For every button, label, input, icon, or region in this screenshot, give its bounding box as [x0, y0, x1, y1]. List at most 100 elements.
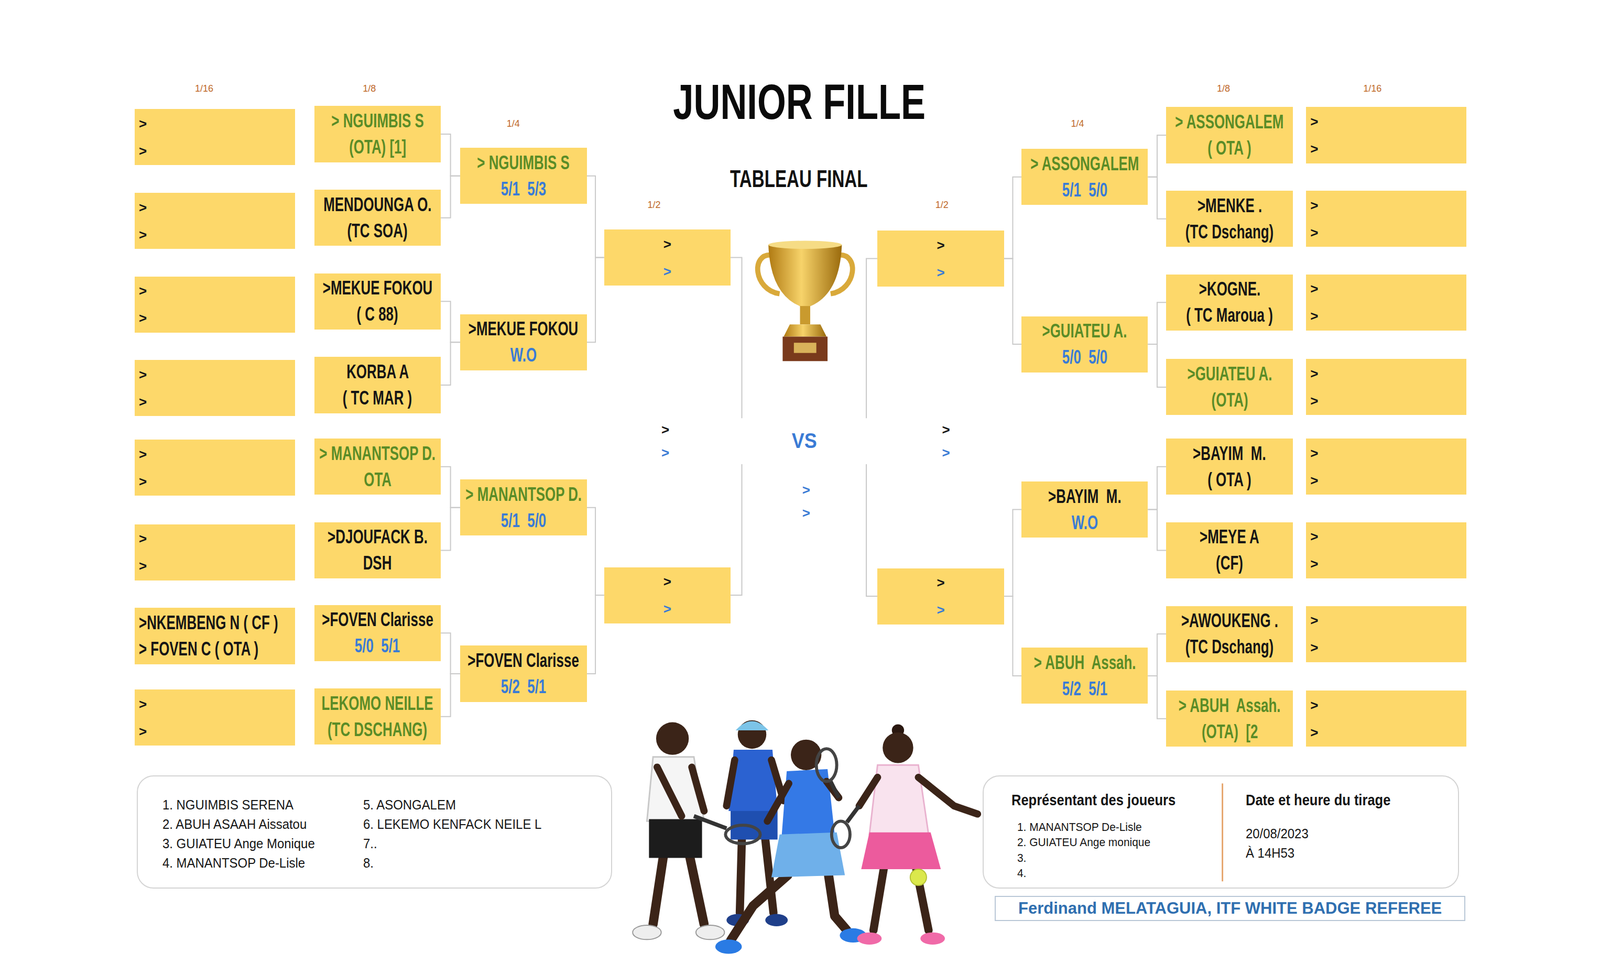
marker: >	[1310, 360, 1319, 388]
bracket-slot: >MENKE .(TC Dschang)	[1166, 190, 1293, 247]
list-item: 20/08/2023	[1245, 824, 1309, 843]
child-figure	[831, 724, 978, 945]
bracket-slot: >BAYIM M.W.O	[1021, 481, 1148, 538]
marker: >	[663, 230, 672, 258]
child-arm	[726, 760, 735, 807]
bracket-slot: > NGUIMBIS S(OTA) [1]	[314, 105, 441, 162]
trophy-rim	[768, 241, 842, 250]
seeded-player-text: > ASSONGALEM	[1030, 150, 1139, 178]
winner-marker: >	[661, 439, 670, 467]
marker: >	[138, 221, 147, 249]
player-text: (TC SOA)	[347, 218, 408, 245]
player-text: ( OTA )	[1207, 466, 1251, 494]
child-shorts	[771, 832, 845, 878]
child-leg	[739, 839, 743, 913]
bracket-line	[440, 134, 461, 177]
marker: >	[138, 525, 147, 553]
child-leg	[652, 857, 663, 925]
child-head	[882, 732, 913, 764]
bracket-line	[586, 176, 605, 258]
bracket-slot: >>	[1305, 522, 1467, 579]
marker: >	[138, 440, 147, 468]
child-shirt	[646, 757, 704, 822]
child-figure	[726, 720, 788, 927]
bracket-slot: >>	[1305, 690, 1467, 747]
child-shorts	[648, 819, 702, 859]
tennis-ball	[910, 869, 927, 886]
seeded-player-text: > NGUIMBIS S	[477, 149, 570, 177]
child-figure	[632, 722, 760, 941]
bracket-slot: KORBA A( TC MAR )	[314, 356, 441, 413]
player-text: ( C 88)	[356, 301, 399, 328]
bracket-line	[1147, 509, 1167, 551]
bracket-line	[586, 595, 605, 674]
racket-head	[725, 825, 760, 844]
marker: >	[1310, 191, 1319, 220]
bracket-slot: >BAYIM M.( OTA )	[1166, 438, 1293, 495]
score-text: 5/1 5/3	[501, 176, 547, 203]
round-label: 1/2	[935, 198, 949, 212]
seeded-player-text: >GUIATEU A.	[1187, 361, 1272, 388]
marker: >	[1310, 719, 1319, 747]
bracket-line	[866, 258, 878, 419]
score-text: 5/2 5/1	[1061, 676, 1107, 703]
marker: >	[1310, 107, 1319, 136]
versus-text: VS	[791, 428, 817, 454]
child-leg	[828, 875, 847, 931]
list-item: 5. ASONGALEM	[363, 796, 456, 814]
seeded-player-text: (OTA) [1]	[349, 134, 407, 161]
seeded-player-text: LEKOMO NEILLE	[321, 690, 434, 717]
round-label: 1/8	[362, 82, 376, 95]
bracket-slot: >MEKUE FOKOUW.O	[460, 314, 587, 371]
marker: >	[1310, 387, 1319, 415]
child-leg	[730, 875, 788, 942]
child-arm	[858, 777, 878, 807]
seeded-player-text: >GUIATEU A.	[1042, 318, 1128, 345]
marker: >	[1310, 302, 1319, 330]
title: JUNIOR FILLE	[672, 73, 926, 132]
child-arm	[767, 783, 789, 822]
child-shoe	[765, 914, 788, 927]
bracket-slot: >GUIATEU A.(OTA)	[1166, 358, 1293, 416]
trophy-plate	[793, 342, 817, 353]
bracket-line	[440, 673, 461, 717]
score-text: 5/1 5/0	[501, 507, 547, 535]
winner-marker: >	[663, 257, 672, 286]
bracket-slot: > ASSONGALEM5/1 5/0	[1021, 148, 1148, 205]
list-item: 3.	[1017, 851, 1027, 866]
seeded-player-text: > MANANTSOP D.	[465, 481, 582, 508]
bracket-line	[1004, 596, 1022, 677]
racket-handle	[830, 781, 840, 798]
bracket-line	[1004, 509, 1022, 597]
seeded-player-text: > ABUH Assah.	[1178, 692, 1281, 720]
player-text: >MENKE .	[1197, 192, 1262, 220]
bracket-line	[440, 633, 461, 674]
list-item: 1. NGUIMBIS SERENA	[162, 796, 294, 814]
bracket-line	[1147, 634, 1167, 677]
bracket-slot: >>	[604, 229, 731, 286]
marker: >	[1310, 135, 1319, 163]
child-figure	[715, 739, 867, 955]
marker: >	[663, 568, 672, 596]
player-text: > FOVEN C ( OTA )	[138, 636, 259, 663]
seeded-player-text: ( OTA )	[1207, 135, 1251, 162]
seeded-player-text: OTA	[363, 466, 392, 494]
list-item: 1. MANANTSOP De-Lisle	[1017, 820, 1142, 835]
score-text: W.O	[1071, 509, 1098, 537]
marker: >	[1310, 691, 1319, 720]
trophy-foot	[783, 324, 827, 337]
player-text: >AWOUKENG .	[1181, 607, 1279, 635]
trophy-base	[782, 336, 828, 362]
winner-marker: >	[802, 476, 811, 504]
seeded-player-text: (OTA) [2	[1201, 719, 1258, 746]
marker: >	[937, 231, 945, 259]
bracket-slot: > ABUH Assah.(OTA) [2	[1166, 690, 1293, 747]
player-text: >KOGNE.	[1198, 276, 1260, 303]
player-text: >BAYIM M.	[1048, 483, 1121, 510]
bracket-line	[440, 507, 461, 551]
marker: >	[138, 690, 147, 718]
bracket-line	[586, 507, 605, 596]
bracket-line	[1004, 177, 1022, 259]
marker: >	[1310, 606, 1319, 635]
bracket-line	[1147, 676, 1167, 720]
